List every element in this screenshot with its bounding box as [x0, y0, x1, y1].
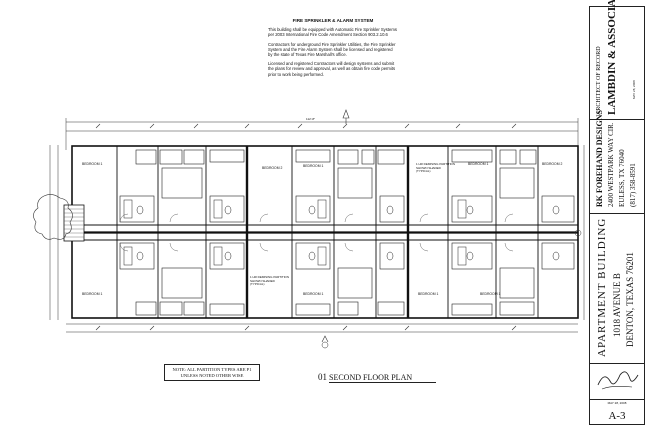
drawing-number: 01 — [318, 372, 327, 382]
room-label: BEDROOM 1 — [82, 162, 103, 166]
partition-type-note: NOTE: ALL PARTITION TYPES ARE P1 UNLESS … — [164, 364, 260, 381]
sheet-number: A-3 — [608, 410, 626, 422]
architect-of-record: ARCHITECT OF RECORD — [596, 46, 602, 115]
room-label: BEDROOM 1 — [468, 162, 489, 166]
partition-note-line-1: NOTE: ALL PARTITION TYPES ARE P1 — [172, 367, 252, 372]
architect-stamp-cell — [590, 7, 644, 120]
room-label: BEDROOM 1 — [303, 292, 324, 296]
drawing-title-text: SECOND FLOOR PLAN — [329, 373, 437, 383]
partition-callout: 1 HR DEMISING PARTITION SHOWN SHADED (TY… — [416, 162, 456, 174]
partition-callout: 1 HR DEMISING PARTITION SHOWN SHADED (TY… — [250, 275, 290, 287]
drawing-title: 01 SECOND FLOOR PLAN — [318, 372, 518, 383]
designer-address-1: 2400 WESTPARK WAY CIR. — [607, 122, 615, 207]
partition-note-line-2: UNLESS NOTED OTHER WISE — [180, 373, 244, 378]
room-label: BEDROOM 1 — [82, 292, 103, 296]
signature-cell — [590, 363, 644, 400]
fire-sprinkler-notes: FIRE SPRINKLER & ALARM SYSTEM This build… — [268, 18, 398, 81]
overall-dimension: 112'-8" — [306, 117, 316, 121]
firm-name: LAMBDIN & ASSOCIATES — [606, 0, 618, 115]
project-address-1: 1018 AVENUE B — [612, 273, 622, 337]
room-label: BEDROOM 1 — [480, 292, 501, 296]
signature-mark — [597, 371, 639, 390]
notes-paragraph-3: Licensed and registered Contractors will… — [268, 61, 396, 77]
project-name: APARTMENT BUILDING — [596, 217, 608, 357]
designer-phone: (817) 358-8591 — [629, 163, 637, 207]
room-label: BEDROOM 2 — [262, 166, 283, 170]
stamp-date: MAY 28, 2008 — [632, 80, 636, 99]
room-label: BEDROOM 1 — [303, 164, 324, 168]
project-cell — [590, 213, 644, 364]
designer-address-2: EULESS, TX 76040 — [618, 149, 626, 207]
notes-paragraph-1: This building shall be equipped with Aut… — [268, 27, 397, 38]
sheet-date: MAY 28, 2008 — [607, 401, 627, 405]
room-label: BEDROOM 1 — [418, 292, 439, 296]
notes-title: FIRE SPRINKLER & ALARM SYSTEM — [292, 18, 374, 23]
designer-cell — [590, 119, 644, 214]
designer-name: RK FOREHAND DESIGNS — [595, 110, 604, 207]
notes-paragraph-2: Contractors for underground Fire Sprinkl… — [268, 41, 396, 58]
room-label: BEDROOM 2 — [542, 162, 563, 166]
project-address-2: DENTON, TEXAS 76201 — [625, 252, 635, 347]
title-block: ARCHITECT OF RECORD LAMBDIN & ASSOCIATES… — [589, 0, 645, 425]
